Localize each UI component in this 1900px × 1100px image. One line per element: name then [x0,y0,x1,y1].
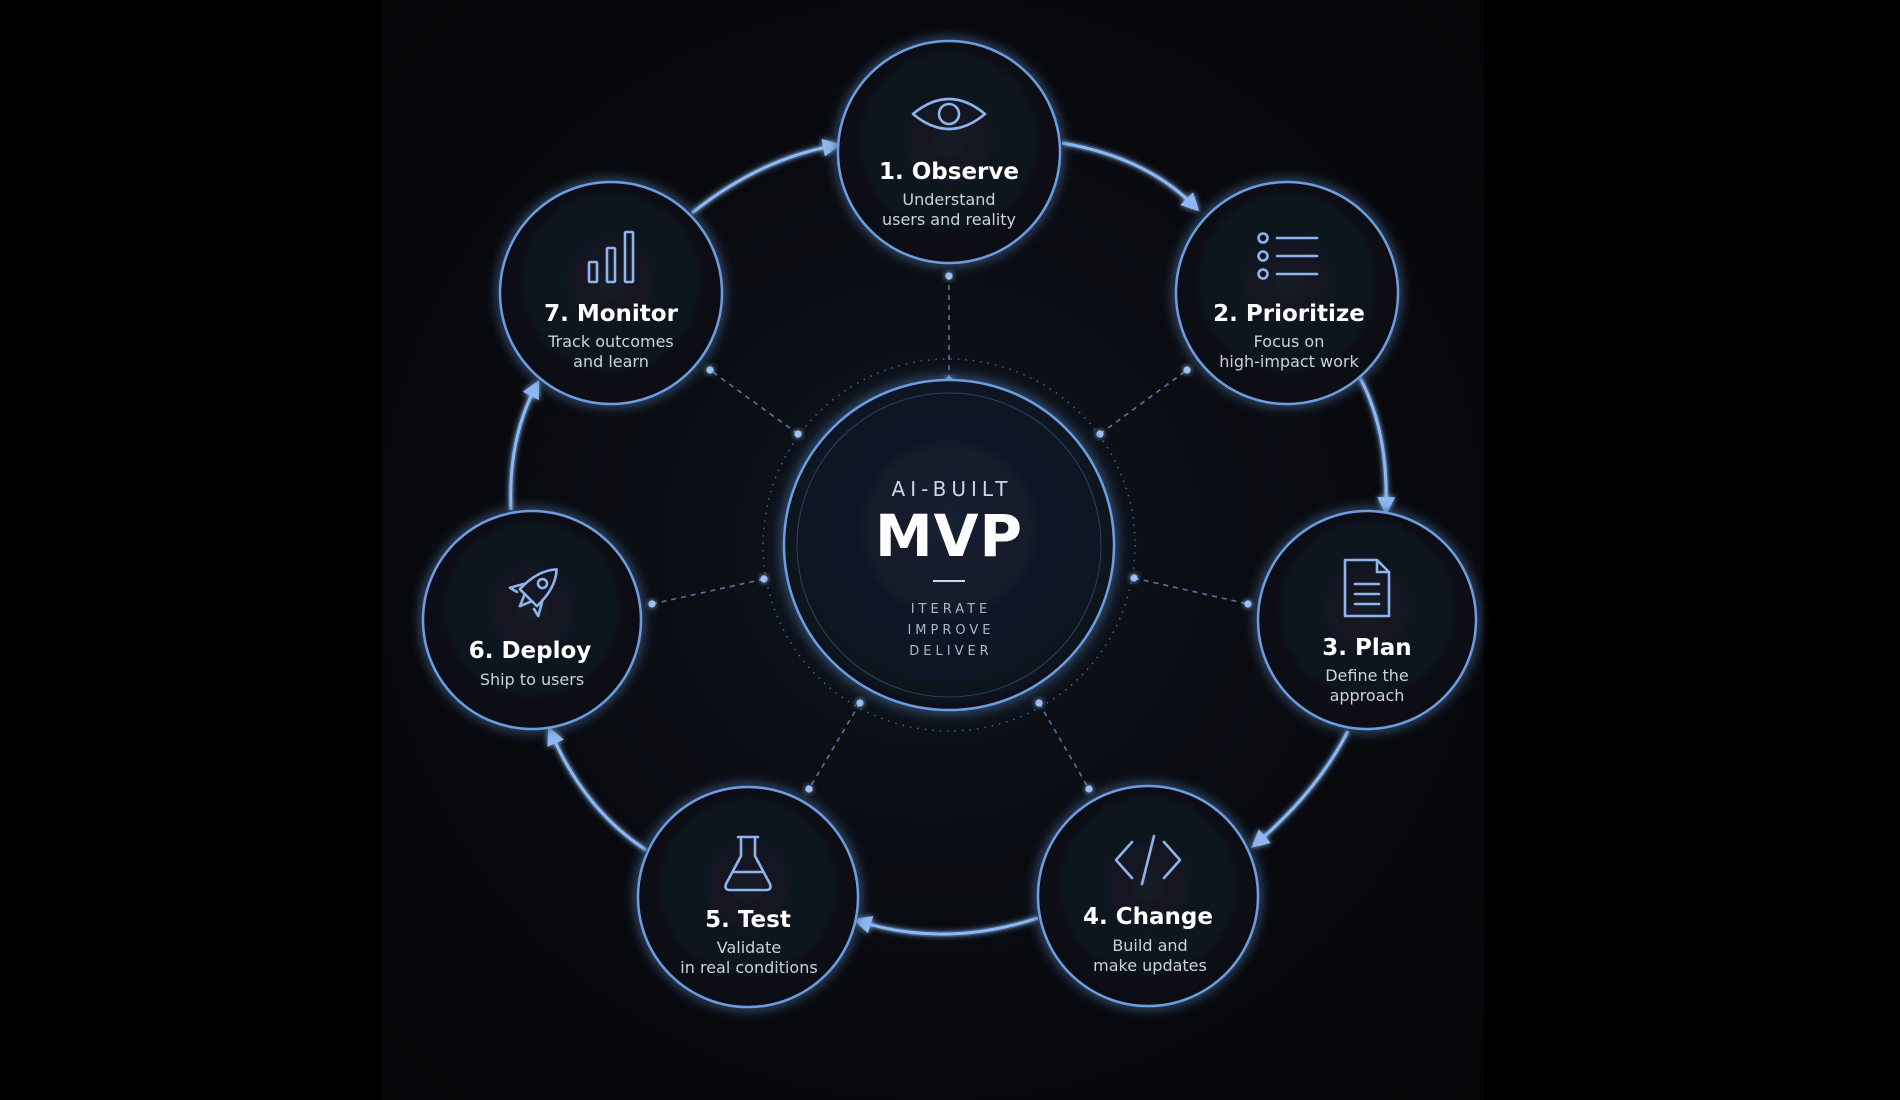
bar-chart-icon [587,230,635,284]
rocket-icon [508,568,558,618]
step-node-circle [836,39,1062,265]
spoke-deploy-outer-dot [648,600,656,608]
spoke-monitor [709,369,799,435]
step-node-circle [421,509,643,731]
step-node-circle [636,785,860,1009]
step-node-circle [1174,180,1400,406]
center-dotted-ring [762,358,1136,732]
spoke-change-outer-dot [1085,785,1093,793]
step-title: 6. Deploy [469,638,592,664]
spoke-plan-outer-dot [1244,600,1252,608]
spoke-test-outer-dot [805,785,813,793]
arrow-observe-to-prioritize-glow [1061,140,1196,208]
center-tag-improve: IMPROVE [907,623,994,638]
arrow-test-to-deploy [547,726,647,852]
center-tag-deliver: DELIVER [909,644,992,659]
step-node-monitor[interactable]: 7. Monitor Track outcomes and learn [498,180,724,406]
arrow-plan-to-change [1251,730,1350,848]
step-title: 2. Prioritize [1213,301,1365,327]
arrow-monitor-to-observe [691,138,841,215]
spoke-monitor-outer-dot [706,366,714,374]
spoke-observe-outer-dot [945,272,953,280]
spoke-test [808,702,861,790]
step-desc-line-1: Validate [717,938,781,957]
center-tag-iterate: ITERATE [911,602,992,617]
step-title: 3. Plan [1322,635,1411,661]
step-desc-line-2: in real conditions [680,958,817,977]
step-title: 1. Observe [879,159,1019,185]
step-node-observe[interactable]: 1. Observe Understand users and reality [836,39,1062,265]
center-title: MVP [875,502,1023,570]
spoke-prioritize-outer-dot [1183,366,1191,374]
center-kicker: AI-BUILT [892,477,1013,501]
flask-icon [724,835,772,892]
cycle-arrows [507,138,1396,938]
step-desc-line-2: high-impact work [1219,352,1359,371]
spoke-deploy [651,578,765,605]
step-desc-line-2: make updates [1093,956,1207,975]
arrow-change-to-test [853,916,1039,936]
step-node-change[interactable]: 4. Change Build and make updates [1036,784,1260,1008]
spoke-change [1038,702,1090,790]
step-node-prioritize[interactable]: 2. Prioritize Focus on high-impact work [1174,180,1400,406]
spoke-prioritize [1099,369,1188,435]
step-title: 7. Monitor [544,301,678,327]
step-desc-line-1: Track outcomes [547,332,674,351]
step-desc-line-1: Define the [1325,666,1409,685]
center-circle [782,378,1116,712]
center-hub: AI-BUILT MVP ITERATE IMPROVE DELIVER [759,355,1139,735]
spoke-plan [1133,577,1249,605]
step-desc-line-2: approach [1330,686,1405,705]
step-node-deploy[interactable]: 6. Deploy Ship to users [421,509,643,731]
center-inner-ring [796,392,1102,698]
step-node-circle [498,180,724,406]
eye-icon [911,97,987,131]
step-nodes: 1. Observe Understand users and reality … [421,39,1478,1009]
arrow-monitor-to-observe-glow [690,143,833,216]
step-desc-line-1: Build and [1112,936,1187,955]
step-desc-line-1: Focus on [1254,332,1325,351]
arrow-observe-to-prioritize [1061,141,1200,212]
step-node-test[interactable]: 5. Test Validate in real conditions [636,785,860,1009]
step-title: 4. Change [1083,904,1213,930]
step-node-plan[interactable]: 3. Plan Define the approach [1256,509,1478,731]
step-desc-line-2: and learn [573,352,649,371]
step-node-circle [1256,509,1478,731]
step-desc-line-1: Ship to users [480,670,584,689]
arrow-test-to-deploy-glow [549,733,648,853]
arrow-plan-to-change-glow [1256,729,1351,845]
document-icon [1343,558,1391,618]
list-icon [1257,232,1319,280]
code-icon [1114,834,1182,886]
arrow-deploy-to-monitor [509,380,540,511]
step-title: 5. Test [705,907,791,933]
arrow-prioritize-to-plan [1358,377,1396,515]
step-desc-line-1: Understand [902,190,995,209]
step-node-circle [1036,784,1260,1008]
step-desc-line-2: users and reality [882,210,1016,229]
